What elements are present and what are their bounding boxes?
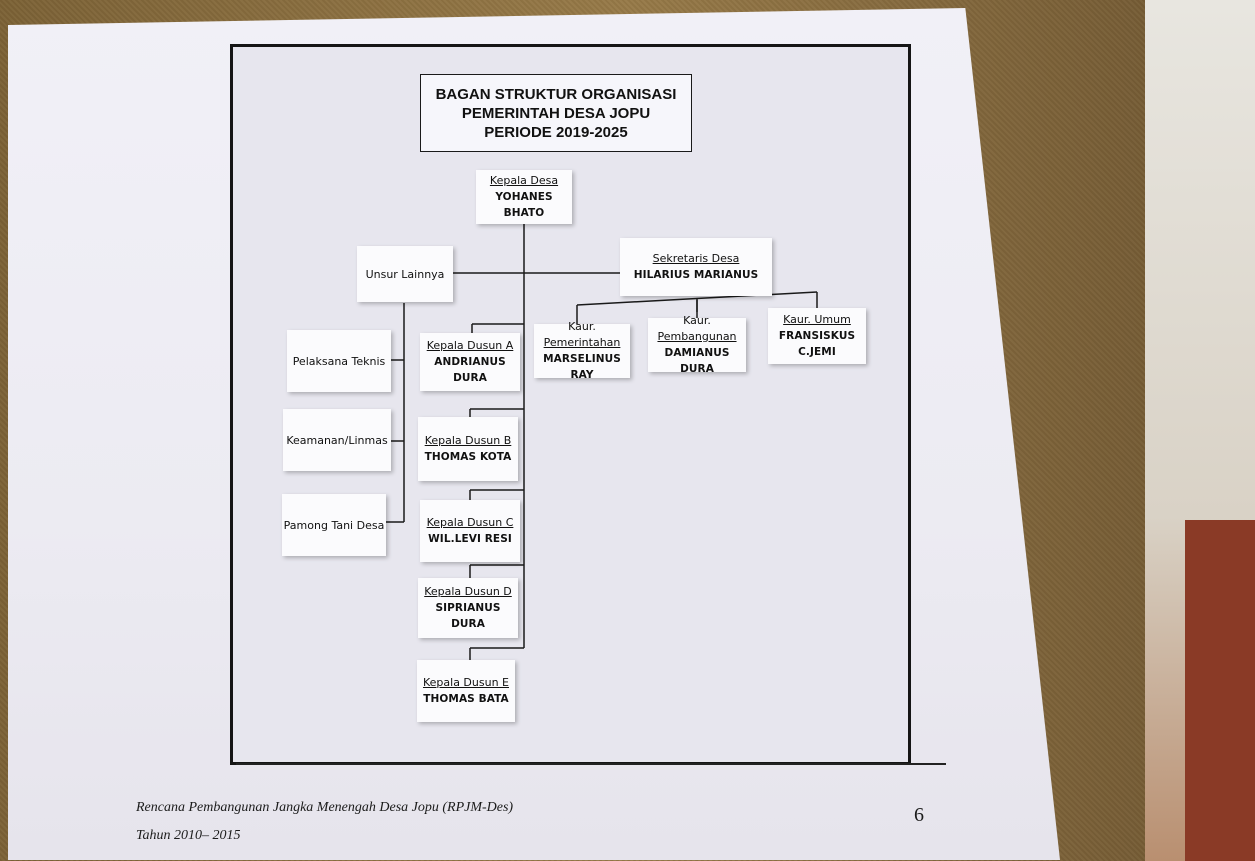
node-label: Keamanan/Linmas bbox=[286, 433, 388, 447]
node-role: Kepala Dusun D bbox=[424, 585, 512, 598]
node-name: YOHANES BHATO bbox=[495, 191, 553, 219]
node-pamong-tani-desa: Pamong Tani Desa bbox=[282, 494, 386, 556]
node-role: Sekretaris Desa bbox=[652, 252, 740, 265]
node-name: SIPRIANUS DURA bbox=[435, 602, 501, 630]
node-kepala-dusun-d: Kepala Dusun D SIPRIANUS DURA bbox=[418, 578, 518, 638]
node-name: ANDRIANUS DURA bbox=[434, 356, 506, 384]
node-kepala-dusun-b: Kepala Dusun B THOMAS KOTA bbox=[418, 417, 518, 481]
node-role: Kepala Dusun A bbox=[426, 339, 514, 352]
node-kepala-desa: Kepala Desa YOHANES BHATO bbox=[476, 170, 572, 224]
node-keamanan-linmas: Keamanan/Linmas bbox=[283, 409, 391, 471]
node-role-prefix: Kaur. bbox=[568, 320, 596, 333]
node-label: Pelaksana Teknis bbox=[292, 354, 386, 368]
footer-divider bbox=[236, 763, 946, 765]
footer-document-title: Rencana Pembangunan Jangka Menengah Desa… bbox=[136, 800, 514, 815]
node-kaur-pembangunan: Kaur. Pembangunan DAMIANUS DURA bbox=[648, 314, 746, 375]
node-role: Kaur. Pemerintahan bbox=[534, 319, 630, 351]
chart-title-line-3: PERIODE 2019-2025 bbox=[484, 123, 628, 141]
chart-title-line-1: BAGAN STRUKTUR ORGANISASI bbox=[435, 85, 677, 103]
node-name: HILARIUS MARIANUS bbox=[633, 269, 759, 281]
node-role: Kepala Dusun C bbox=[426, 516, 514, 529]
node-name: FRANSISKUS C.JEMI bbox=[778, 330, 856, 358]
node-role: Kepala Desa bbox=[489, 174, 559, 187]
node-kepala-dusun-e: Kepala Dusun E THOMAS BATA bbox=[417, 660, 515, 722]
chart-frame bbox=[230, 44, 911, 765]
node-role-prefix: Kaur. bbox=[683, 314, 711, 327]
node-name: THOMAS BATA bbox=[423, 693, 509, 705]
node-pelaksana-teknis: Pelaksana Teknis bbox=[287, 330, 391, 392]
node-role-underlined: Pemerintahan bbox=[543, 336, 621, 349]
node-kepala-dusun-a: Kepala Dusun A ANDRIANUS DURA bbox=[420, 333, 520, 391]
node-role: Kaur. Pembangunan bbox=[648, 313, 746, 345]
node-name: MARSELINUS RAY bbox=[543, 353, 621, 381]
node-role: Kaur. Umum bbox=[783, 313, 851, 326]
chart-title-box: BAGAN STRUKTUR ORGANISASI PEMERINTAH DES… bbox=[420, 74, 692, 152]
node-unsur-lainnya: Unsur Lainnya bbox=[357, 246, 453, 302]
node-sekretaris-desa: Sekretaris Desa HILARIUS MARIANUS bbox=[620, 238, 772, 296]
background-chair bbox=[1185, 520, 1255, 861]
node-kepala-dusun-c: Kepala Dusun C WIL.LEVI RESI bbox=[420, 500, 520, 562]
chart-title-line-2: PEMERINTAH DESA JOPU bbox=[461, 104, 651, 122]
page-number: 6 bbox=[914, 804, 924, 826]
node-name: WIL.LEVI RESI bbox=[428, 533, 512, 545]
node-label: Unsur Lainnya bbox=[365, 267, 445, 281]
footer-period: Tahun 2010– 2015 bbox=[136, 828, 241, 843]
node-name: THOMAS KOTA bbox=[424, 451, 512, 463]
node-role: Kepala Dusun E bbox=[422, 676, 509, 689]
node-name: DAMIANUS DURA bbox=[664, 347, 730, 375]
node-label: Pamong Tani Desa bbox=[283, 518, 385, 532]
node-kaur-umum: Kaur. Umum FRANSISKUS C.JEMI bbox=[768, 308, 866, 364]
node-role: Kepala Dusun B bbox=[424, 434, 512, 447]
node-role-underlined: Pembangunan bbox=[657, 330, 737, 343]
node-kaur-pemerintahan: Kaur. Pemerintahan MARSELINUS RAY bbox=[534, 320, 630, 381]
